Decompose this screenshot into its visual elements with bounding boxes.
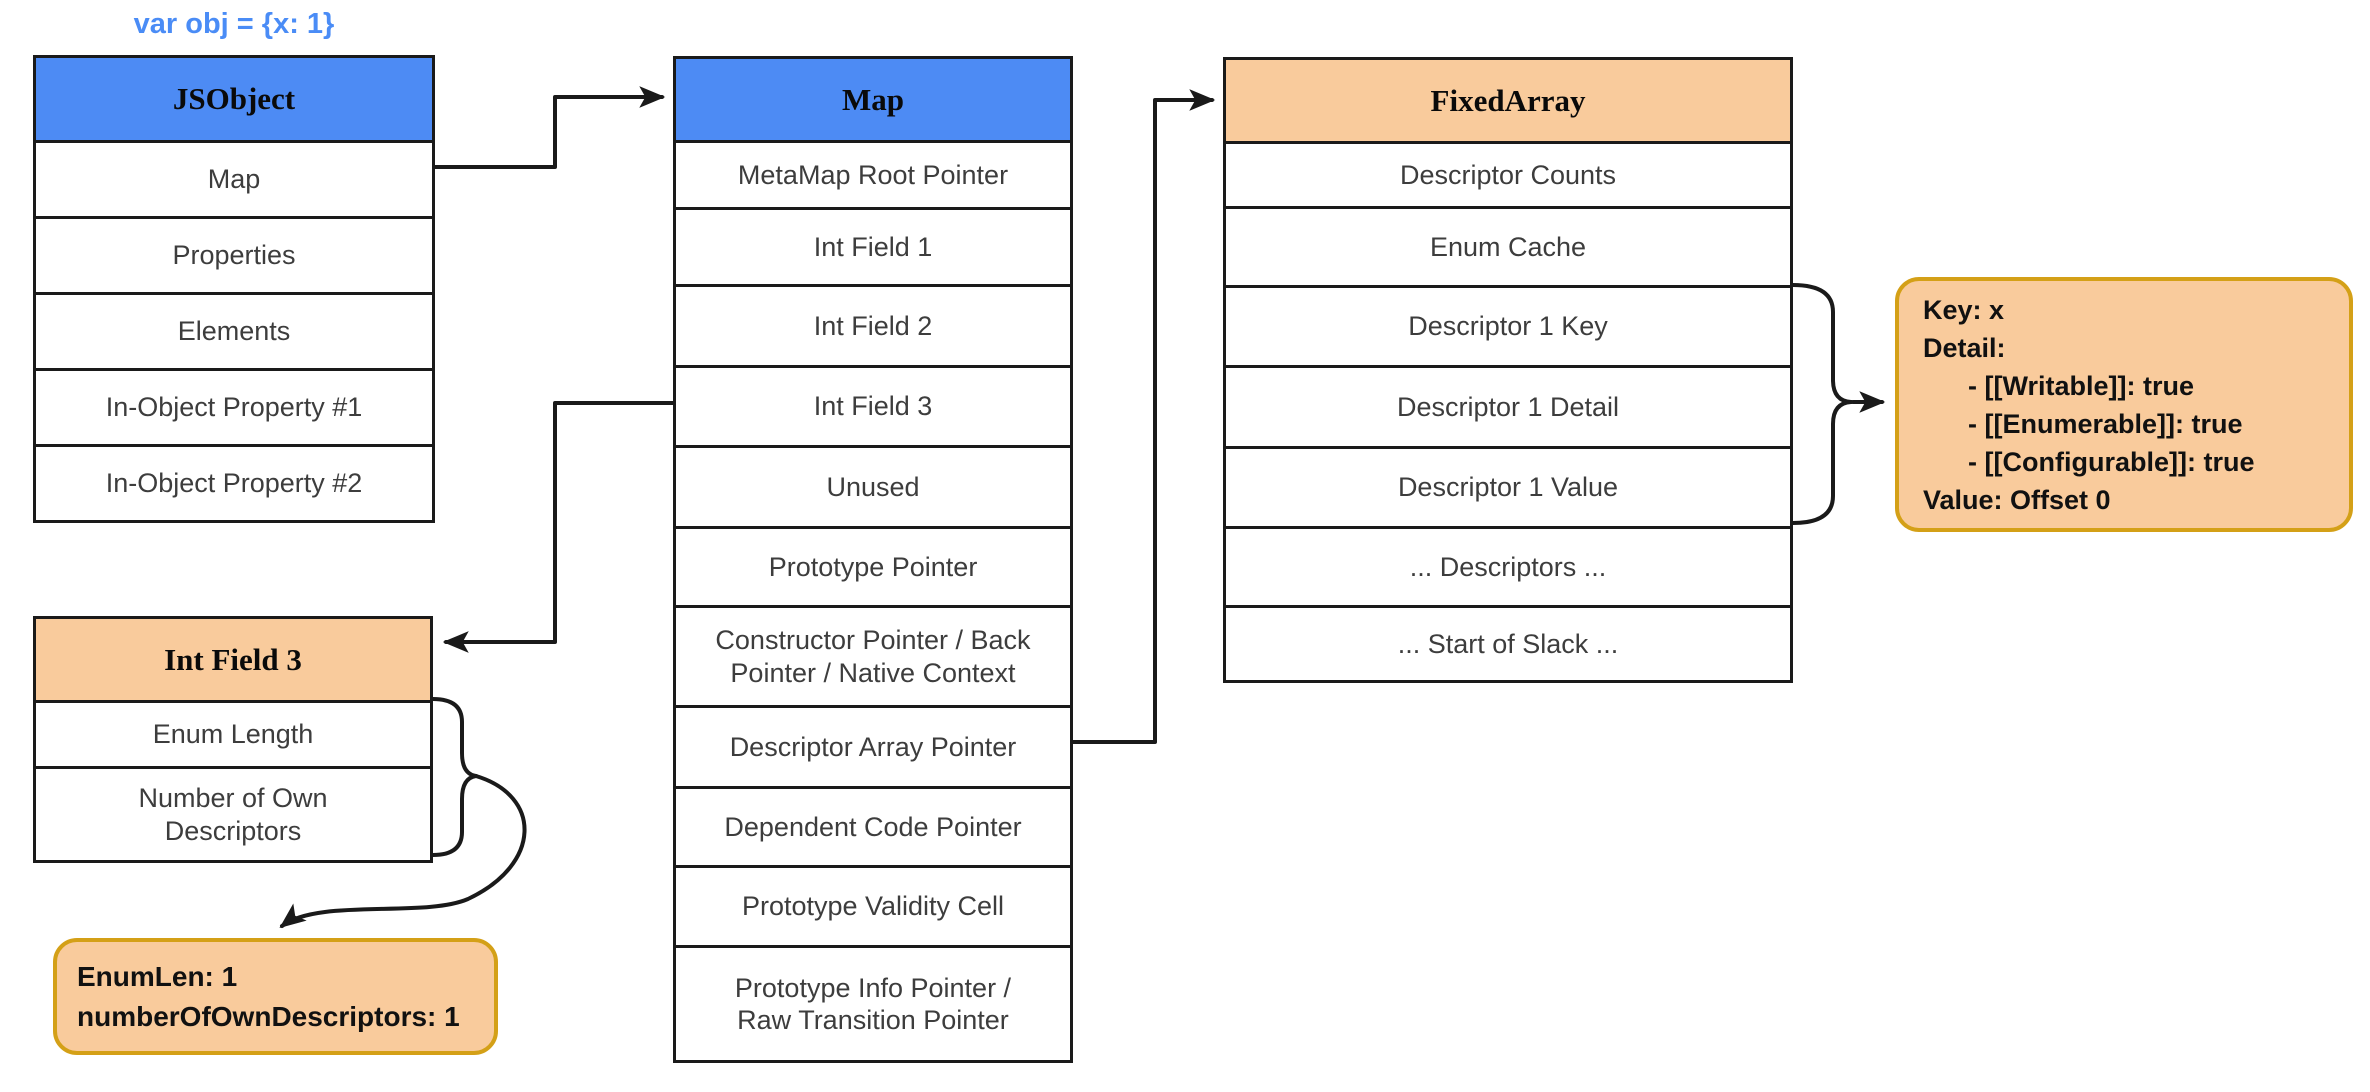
descriptor-detail-line-key: Key: x bbox=[1923, 294, 2005, 325]
fixedarray-row-start-of-slack: ... Start of Slack ... bbox=[1226, 605, 1790, 680]
map-row-descriptor-array-pointer: Descriptor Array Pointer bbox=[676, 705, 1070, 786]
jsobject-row-properties: Properties bbox=[36, 216, 432, 292]
intfield3-table-header: Int Field 3 bbox=[36, 619, 430, 700]
map-row-prototype-info-pointer: Prototype Info Pointer / Raw Transition … bbox=[676, 945, 1070, 1060]
fixedarray-table: FixedArray Descriptor Counts Enum Cache … bbox=[1223, 57, 1793, 683]
brace-intfield3-rows-upper bbox=[431, 697, 478, 778]
map-row-constructor-pointer: Constructor Pointer / Back Pointer / Nat… bbox=[676, 605, 1070, 705]
descriptor-detail-line-value: Value: Offset 0 bbox=[1923, 484, 2111, 515]
jsobject-row-map: Map bbox=[36, 140, 432, 216]
map-row-prototype-pointer: Prototype Pointer bbox=[676, 526, 1070, 605]
map-row-int-field-3: Int Field 3 bbox=[676, 365, 1070, 445]
descriptor-detail-line-configurable: - [[Configurable]]: true bbox=[1923, 446, 2255, 477]
descriptor-detail-line-detail: Detail: bbox=[1923, 332, 2006, 363]
map-row-int-field-1: Int Field 1 bbox=[676, 207, 1070, 284]
fixedarray-table-header: FixedArray bbox=[1226, 60, 1790, 141]
brace-intfield3-rows-lower bbox=[431, 774, 478, 857]
map-table-header: Map bbox=[676, 59, 1070, 140]
arrow-jsobject-map-to-map-table bbox=[433, 86, 666, 169]
jsobject-row-inobject-1: In-Object Property #1 bbox=[36, 368, 432, 444]
arrow-map-descriptor-array-to-fixedarray bbox=[1071, 89, 1216, 744]
var-declaration-label: var obj = {x: 1} bbox=[133, 8, 335, 40]
brace-fixedarray-descriptors-upper bbox=[1791, 283, 1853, 404]
enum-values-box: EnumLen: 1 numberOfOwnDescriptors: 1 bbox=[53, 938, 498, 1055]
intfield3-table: Int Field 3 Enum Length Number of Own De… bbox=[33, 616, 433, 863]
intfield3-row-number-of-own-descriptors: Number of Own Descriptors bbox=[36, 766, 430, 860]
brace-fixedarray-descriptors-lower bbox=[1791, 400, 1853, 525]
fixedarray-row-descriptor-1-detail: Descriptor 1 Detail bbox=[1226, 365, 1790, 446]
fixedarray-row-descriptor-counts: Descriptor Counts bbox=[1226, 141, 1790, 206]
map-row-dependent-code-pointer: Dependent Code Pointer bbox=[676, 786, 1070, 865]
fixedarray-row-enum-cache: Enum Cache bbox=[1226, 206, 1790, 285]
map-row-int-field-2: Int Field 2 bbox=[676, 284, 1070, 365]
descriptor-detail-line-writable: - [[Writable]]: true bbox=[1923, 370, 2194, 401]
map-table: Map MetaMap Root Pointer Int Field 1 Int… bbox=[673, 56, 1073, 1063]
jsobject-row-inobject-2: In-Object Property #2 bbox=[36, 444, 432, 520]
map-row-prototype-validity-cell: Prototype Validity Cell bbox=[676, 865, 1070, 945]
jsobject-table: JSObject Map Properties Elements In-Obje… bbox=[33, 55, 435, 523]
arrow-map-intfield3-to-intfield3-table bbox=[442, 401, 675, 653]
jsobject-row-elements: Elements bbox=[36, 292, 432, 368]
fixedarray-row-descriptor-1-key: Descriptor 1 Key bbox=[1226, 285, 1790, 365]
map-row-unused: Unused bbox=[676, 445, 1070, 526]
enum-box-line-numberofowndescriptors: numberOfOwnDescriptors: 1 bbox=[77, 1000, 460, 1032]
intfield3-row-enum-length: Enum Length bbox=[36, 700, 430, 766]
descriptor-detail-box: Key: x Detail: - [[Writable]]: true - [[… bbox=[1895, 277, 2353, 532]
jsobject-table-header: JSObject bbox=[36, 58, 432, 140]
fixedarray-row-descriptors-ellipsis: ... Descriptors ... bbox=[1226, 526, 1790, 605]
map-row-metamap-root-pointer: MetaMap Root Pointer bbox=[676, 140, 1070, 207]
descriptor-detail-line-enumerable: - [[Enumerable]]: true bbox=[1923, 408, 2243, 439]
fixedarray-row-descriptor-1-value: Descriptor 1 Value bbox=[1226, 446, 1790, 526]
enum-box-line-enumlen: EnumLen: 1 bbox=[77, 960, 238, 992]
